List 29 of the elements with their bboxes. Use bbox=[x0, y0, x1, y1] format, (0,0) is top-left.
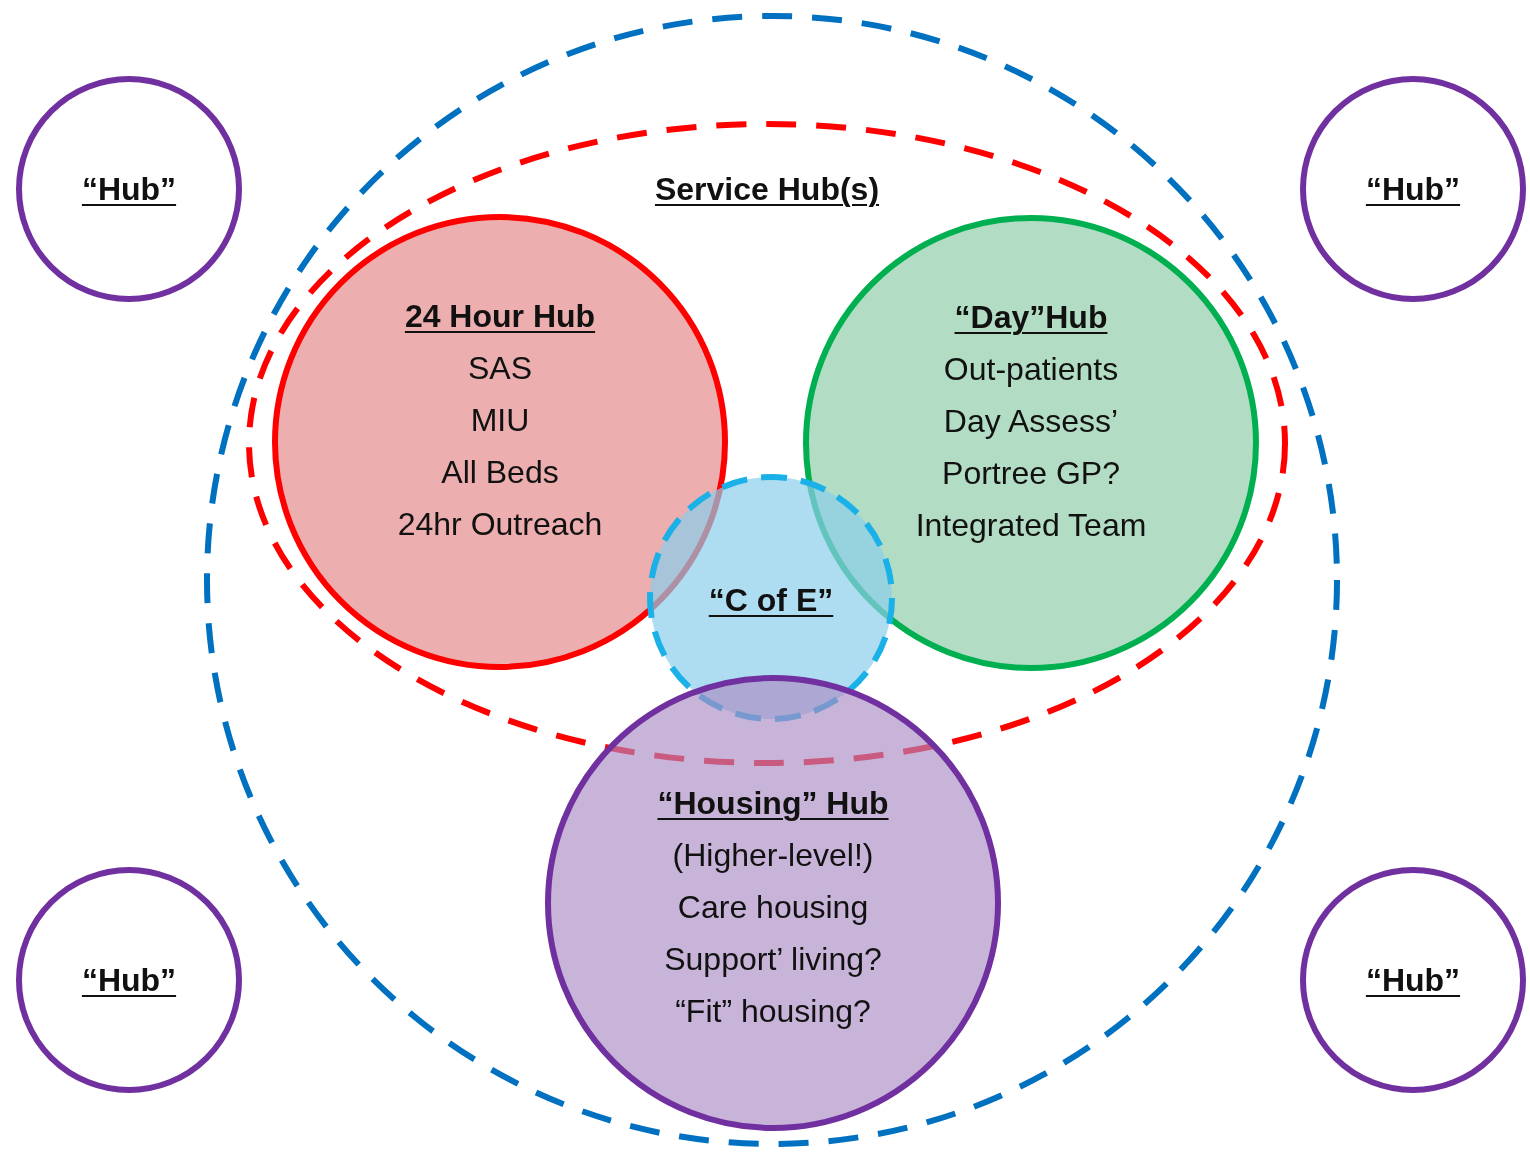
service-item: All Beds bbox=[441, 453, 559, 492]
hub-title: “Hub” bbox=[1365, 170, 1461, 209]
dashed-service-hub-ellipse bbox=[246, 121, 1288, 766]
dashed-boundary-ellipse bbox=[204, 13, 1340, 1147]
service-item: (Higher-level!) bbox=[672, 836, 874, 875]
service-item: Out-patients bbox=[943, 350, 1119, 389]
hub-circle bbox=[1300, 76, 1526, 302]
hub-title: “Hub” bbox=[81, 961, 177, 1000]
hub-title: “C of E” bbox=[708, 581, 834, 620]
hub-circle bbox=[16, 867, 242, 1093]
service-item: 24hr Outreach bbox=[397, 505, 603, 544]
hub-title: “Hub” bbox=[1365, 961, 1461, 1000]
hub-title: Service Hub(s) bbox=[654, 170, 880, 209]
hub-title: “Day”Hub bbox=[954, 298, 1108, 337]
service-item: Care housing bbox=[677, 888, 869, 927]
service-item: “Fit” housing? bbox=[675, 992, 871, 1031]
hub-title: 24 Hour Hub bbox=[404, 297, 596, 336]
service-item: Portree GP? bbox=[942, 454, 1120, 493]
hub-circle bbox=[1300, 867, 1526, 1093]
hub-circle bbox=[16, 76, 242, 302]
service-item: Day Assess’ bbox=[943, 402, 1119, 441]
service-item: SAS bbox=[468, 349, 532, 388]
hub-title: “Housing” Hub bbox=[657, 784, 889, 823]
service-item: Integrated Team bbox=[915, 506, 1147, 545]
service-item: Support’ living? bbox=[664, 940, 882, 979]
hub-circle bbox=[545, 675, 1001, 1131]
hub-title: “Hub” bbox=[81, 170, 177, 209]
hub-circle bbox=[647, 474, 895, 722]
service-item: MIU bbox=[470, 401, 530, 440]
